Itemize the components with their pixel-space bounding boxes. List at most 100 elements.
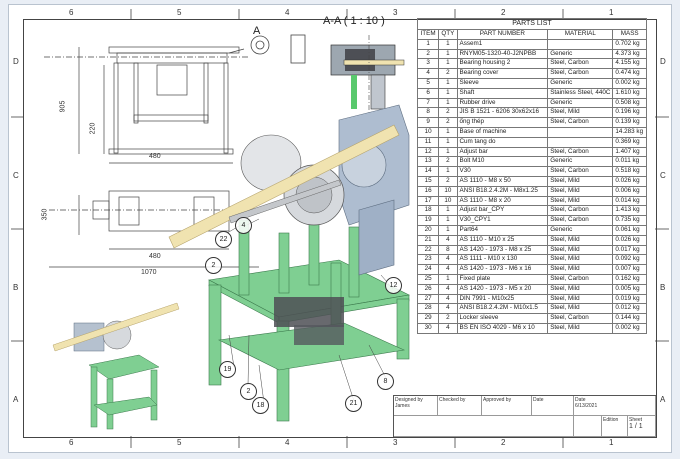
item-cell: 23 bbox=[416, 254, 440, 266]
material-cell: Steel, Carbon bbox=[547, 68, 614, 79]
qty-cell: 1 bbox=[438, 58, 458, 70]
qty-cell: 8 bbox=[438, 244, 458, 256]
material-cell: Stainless Steel, 440C bbox=[547, 87, 614, 99]
edition-cell: Edition bbox=[602, 416, 628, 437]
part-number-cell: ống thép bbox=[456, 117, 549, 128]
callout-12: 12 bbox=[385, 277, 402, 294]
header-part-number: PART NUMBER bbox=[456, 29, 549, 40]
callout-4: 4 bbox=[235, 217, 252, 234]
material-cell bbox=[547, 126, 614, 138]
material-cell: Steel, Carbon bbox=[547, 166, 614, 177]
item-cell: 25 bbox=[416, 273, 440, 285]
material-cell: Steel, Mild bbox=[547, 264, 614, 275]
qty-cell: 1 bbox=[438, 166, 458, 177]
item-cell: 26 bbox=[416, 283, 440, 295]
drawing-sheet: 6 5 4 3 2 1 6 5 4 3 2 1 D C B A D C B A bbox=[8, 4, 672, 453]
material-cell: Steel, Carbon bbox=[547, 273, 614, 285]
mass-cell: 0.017 kg bbox=[612, 244, 647, 256]
material-cell: Steel, Carbon bbox=[547, 146, 614, 158]
mass-cell: 0.002 kg bbox=[612, 77, 647, 89]
zone-left-d: D bbox=[13, 57, 19, 66]
part-number-cell: V30_CPY1 bbox=[456, 215, 549, 226]
qty-cell: 1 bbox=[438, 273, 458, 285]
item-cell: 15 bbox=[416, 175, 440, 187]
parts-list-header-row: ITEM QTY PART NUMBER MATERIAL MASS bbox=[416, 29, 647, 40]
part-number-cell: AS 1420 - 1973 - M5 x 20 bbox=[456, 283, 549, 295]
item-cell: 29 bbox=[416, 313, 440, 324]
qty-cell: 4 bbox=[438, 264, 458, 275]
callout-2b: 2 bbox=[205, 257, 222, 274]
callout-21: 21 bbox=[345, 395, 362, 412]
material-cell: Steel, Mild bbox=[547, 254, 614, 266]
item-cell: 11 bbox=[416, 136, 440, 148]
part-number-cell: DIN 7991 - M10x25 bbox=[456, 293, 549, 305]
material-cell: Generic bbox=[547, 48, 614, 60]
mass-cell: 0.007 kg bbox=[612, 264, 647, 275]
date-cell-2: Date 6/13/2021 bbox=[574, 396, 656, 416]
material-cell: Steel, Carbon bbox=[547, 215, 614, 226]
material-cell: Steel, Mild bbox=[547, 283, 614, 295]
zone-top-6: 6 bbox=[69, 8, 74, 17]
qty-cell: 4 bbox=[438, 303, 458, 315]
mass-cell: 4.373 kg bbox=[612, 48, 647, 60]
material-cell: Steel, Mild bbox=[547, 244, 614, 256]
dim-1070: 1070 bbox=[141, 269, 157, 276]
sheet-label: Sheet bbox=[629, 417, 643, 423]
material-cell: Generic bbox=[547, 156, 614, 168]
parts-list-title: PARTS LIST bbox=[417, 18, 647, 29]
item-cell: 9 bbox=[416, 117, 440, 128]
part-number-cell: ANSI B18.2.4.2M - M8x1.25 bbox=[456, 185, 549, 197]
designed-by-cell: Designed by James bbox=[394, 396, 438, 416]
material-cell: Steel, Carbon bbox=[547, 58, 614, 70]
part-number-cell: BS EN ISO 4029 - M6 x 10 bbox=[456, 322, 549, 334]
zone-top-5: 5 bbox=[177, 8, 182, 17]
header-material: MATERIAL bbox=[547, 29, 614, 40]
zone-right-b: B bbox=[660, 283, 666, 292]
drawing-border bbox=[23, 19, 657, 438]
item-cell: 10 bbox=[416, 126, 440, 138]
qty-cell: 2 bbox=[438, 68, 458, 79]
mass-cell: 0.092 kg bbox=[612, 254, 647, 266]
zone-left-b: B bbox=[13, 283, 19, 292]
part-number-cell: Adjust bar_CPY bbox=[456, 205, 549, 217]
designed-by-value: James bbox=[395, 403, 410, 409]
material-cell: Generic bbox=[547, 77, 614, 89]
qty-cell: 2 bbox=[438, 313, 458, 324]
item-cell: 7 bbox=[416, 97, 440, 109]
part-number-cell: AS 1110 - M8 x 50 bbox=[456, 175, 549, 187]
qty-cell: 4 bbox=[438, 322, 458, 334]
zone-left-c: C bbox=[13, 171, 19, 180]
zone-right-c: C bbox=[660, 171, 666, 180]
drawing-title-cell bbox=[394, 416, 574, 437]
part-number-cell: AS 1110 - M10 x 25 bbox=[456, 234, 549, 246]
part-number-cell: Assem1 bbox=[456, 38, 549, 50]
qty-cell: 1 bbox=[438, 126, 458, 138]
mass-cell: 0.474 kg bbox=[612, 68, 647, 79]
item-cell: 27 bbox=[416, 293, 440, 305]
item-cell: 21 bbox=[416, 234, 440, 246]
item-cell: 16 bbox=[416, 185, 440, 197]
qty-cell: 10 bbox=[438, 185, 458, 197]
callout-8: 8 bbox=[377, 373, 394, 390]
qty-cell: 1 bbox=[438, 77, 458, 89]
qty-cell: 2 bbox=[438, 156, 458, 168]
qty-cell: 2 bbox=[438, 117, 458, 128]
callout-18: 18 bbox=[252, 397, 269, 414]
item-cell: 1 bbox=[416, 38, 440, 50]
zone-bottom-2: 2 bbox=[501, 438, 506, 447]
mass-cell: 0.026 kg bbox=[612, 234, 647, 246]
zone-bottom-5: 5 bbox=[177, 438, 182, 447]
part-number-cell: Bearing cover bbox=[456, 68, 549, 79]
dim-480-top: 480 bbox=[149, 253, 161, 260]
